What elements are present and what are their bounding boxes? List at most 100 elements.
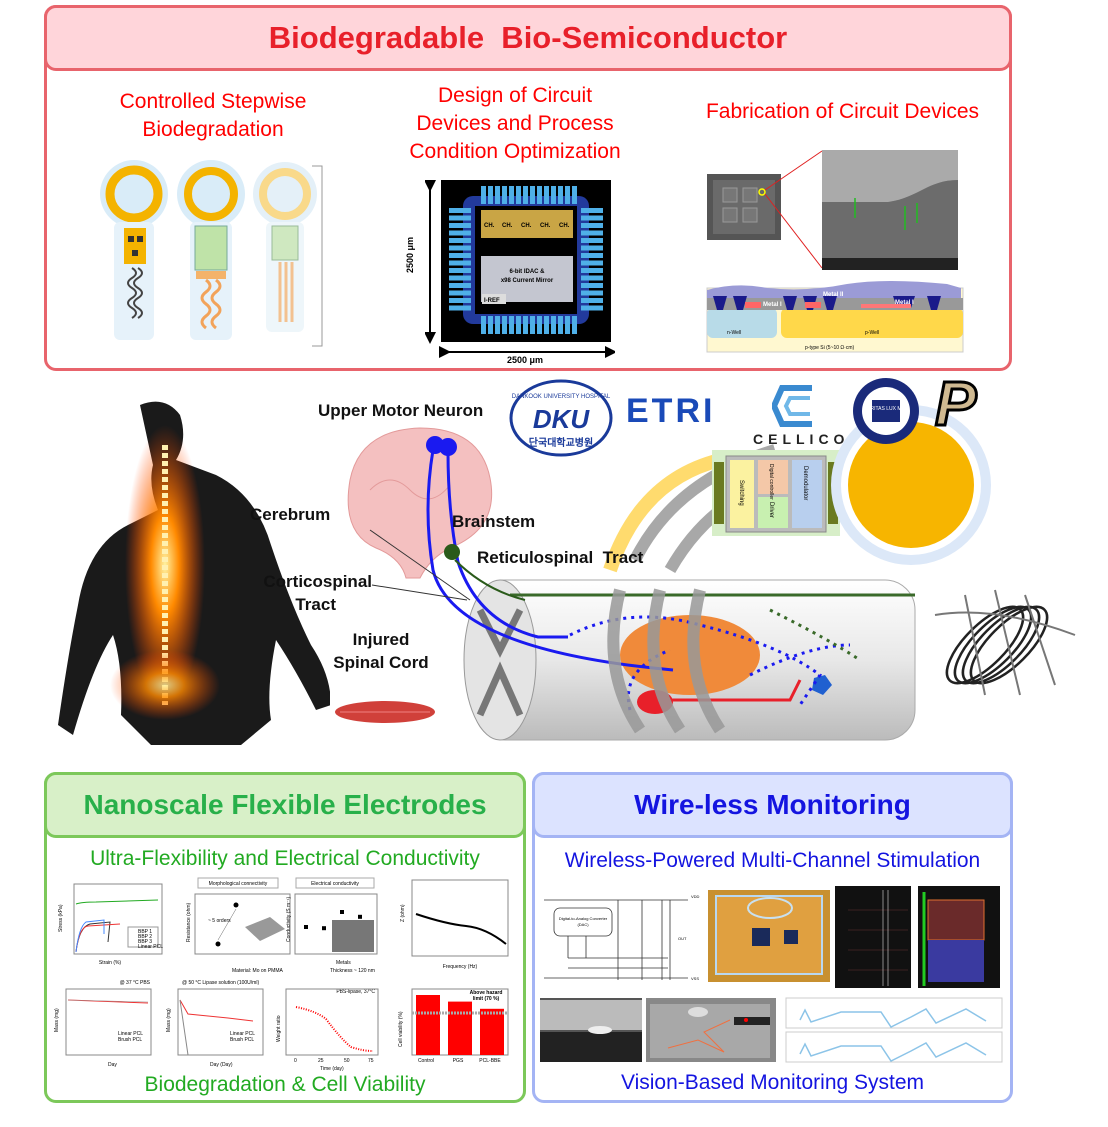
chip-height-label: 2500 μm bbox=[405, 236, 416, 274]
bond-pad bbox=[581, 238, 603, 243]
channel-labels: CH. CH. CH. CH. CH. bbox=[484, 223, 570, 229]
bond-pad bbox=[581, 290, 603, 296]
text-line: Design of Circuit bbox=[437, 84, 593, 107]
bond-pad bbox=[530, 316, 535, 334]
bond-pad bbox=[581, 305, 603, 311]
text-line: Corticospinal bbox=[263, 572, 372, 591]
axis-label: Conductivity (S m⁻¹) bbox=[286, 897, 292, 942]
bond-pad bbox=[509, 186, 514, 204]
pcb-photo bbox=[708, 890, 830, 982]
implant-chip: Switching Digital controller Driver Demo… bbox=[712, 450, 840, 536]
ch-label: CH. bbox=[521, 223, 532, 229]
bond-pad bbox=[449, 290, 471, 296]
text-line: Spinal Cord bbox=[333, 653, 429, 672]
annotation: Above hazard bbox=[470, 990, 503, 996]
driver-label: Driver bbox=[768, 502, 774, 518]
bond-pad bbox=[449, 305, 471, 311]
schematic-label: Digital-to-Analog Converter bbox=[559, 916, 608, 921]
purdue-logo: P bbox=[933, 370, 977, 439]
bond-pad bbox=[449, 260, 471, 266]
panel-title: Biodegradable Bio-Semiconductor bbox=[268, 20, 788, 55]
subtitle-flexibility: Ultra-Flexibility and Electrical Conduct… bbox=[90, 847, 480, 870]
bond-pad bbox=[581, 245, 603, 251]
chart-note: Material: Mo on PMMA bbox=[232, 968, 284, 974]
bond-pad bbox=[581, 283, 603, 288]
viability-bar bbox=[480, 1008, 504, 1055]
bond-pad bbox=[530, 186, 535, 204]
ch-label: CH. bbox=[484, 223, 495, 229]
schematic-label: OUT bbox=[678, 936, 687, 941]
logo-text: VERITAS LUX MEA bbox=[864, 406, 909, 412]
tick-label: PCL-BBE bbox=[479, 1058, 501, 1064]
tracking-view-photo bbox=[646, 998, 776, 1062]
dku-hospital-logo: DANKOOK UNIVERSITY HOSPITAL DKU 단국대학교병원 bbox=[509, 379, 613, 457]
degradation-lipase-chart: @ 50 °C Lipase solution (100U/ml) Linear… bbox=[166, 980, 264, 1068]
bond-pad bbox=[551, 186, 556, 204]
data-point bbox=[322, 926, 326, 931]
bond-pad bbox=[449, 208, 471, 213]
panel-title: Wire-less Monitoring bbox=[634, 789, 911, 820]
bond-pad bbox=[449, 245, 471, 251]
bond-pad bbox=[509, 316, 514, 334]
footer-vision-monitoring: Vision-Based Monitoring System bbox=[620, 1071, 925, 1094]
metal1-label: Metal I bbox=[763, 302, 782, 308]
bond-pad bbox=[449, 283, 471, 288]
animal-chamber-photo bbox=[540, 998, 642, 1062]
bond-pad bbox=[544, 316, 549, 334]
bond-pad bbox=[558, 316, 563, 334]
text-line: Condition Optimization bbox=[409, 140, 621, 163]
bond-pad bbox=[565, 186, 570, 204]
legend-text: BBP 3 bbox=[138, 939, 152, 945]
cell-viability-chart: Above hazard limit (70 %) Control PGS PC… bbox=[398, 988, 509, 1064]
bond-pad bbox=[449, 223, 471, 228]
bond-pad bbox=[558, 186, 563, 204]
bond-pad bbox=[502, 186, 507, 204]
bond-pads bbox=[449, 186, 603, 334]
chip-layout-image: CH. CH. CH. CH. CH. 6-bit IDAC & x98 Cur… bbox=[425, 180, 615, 358]
footer-biodegradation: Biodegradation & Cell Viability bbox=[144, 1073, 426, 1096]
panel-title: Nanoscale Flexible Electrodes bbox=[83, 789, 487, 820]
bond-pad bbox=[449, 238, 471, 243]
bond-pad bbox=[581, 215, 603, 221]
bond-pad bbox=[488, 186, 493, 204]
bio-semiconductor-header: Biodegradable Bio-Semiconductor bbox=[44, 5, 1012, 71]
human-body-spine-illustration bbox=[58, 401, 330, 745]
bond-pad bbox=[537, 186, 542, 204]
brain-icon bbox=[347, 427, 493, 579]
etri-logo: ETRI bbox=[626, 392, 716, 430]
trajectory-plots bbox=[785, 997, 1003, 1063]
digital-controller-label: Digital controller bbox=[768, 464, 774, 500]
device-1 bbox=[100, 160, 168, 340]
logo-text: DKU bbox=[533, 404, 591, 434]
chart-title: Electrical conductivity bbox=[311, 881, 359, 887]
axis-label: Mass (mg) bbox=[54, 1008, 60, 1032]
text-line: Controlled Stepwise bbox=[119, 90, 307, 113]
chart-title: PBS-lipase, 37°C bbox=[336, 989, 375, 995]
bond-pad bbox=[544, 186, 549, 204]
legend-text: BBP 1 bbox=[138, 929, 152, 935]
bond-pad bbox=[488, 316, 493, 334]
bond-pad bbox=[449, 253, 471, 258]
axis-label: Cell viability (%) bbox=[398, 1011, 404, 1047]
label-upper-motor-neuron: Upper Motor Neuron bbox=[318, 401, 484, 420]
text-line: Biodegradation bbox=[142, 118, 284, 141]
nanoscale-electrodes-panel: Nanoscale Flexible Electrodes bbox=[44, 772, 526, 1103]
tick-label: PGS bbox=[453, 1058, 464, 1064]
bond-pad bbox=[581, 275, 603, 281]
legend-text: Linear PCL bbox=[118, 1031, 143, 1037]
label-brainstem: Brainstem bbox=[452, 512, 536, 531]
schematic-label: VDD bbox=[691, 894, 700, 899]
bond-pad bbox=[481, 186, 486, 204]
subtitle-wireless-stimulation: Wireless-Powered Multi-Channel Stimulati… bbox=[564, 849, 981, 872]
legend-text: Brush PCL bbox=[230, 1037, 254, 1043]
chart-note: Thickness ~ 120 nm bbox=[330, 968, 375, 974]
text-line: Devices and Process bbox=[416, 112, 614, 135]
bond-pad bbox=[581, 208, 603, 213]
schematic-label: VSS bbox=[691, 976, 699, 981]
tick-label: 25 bbox=[318, 1058, 324, 1064]
metal2-label: Metal II bbox=[823, 292, 844, 298]
